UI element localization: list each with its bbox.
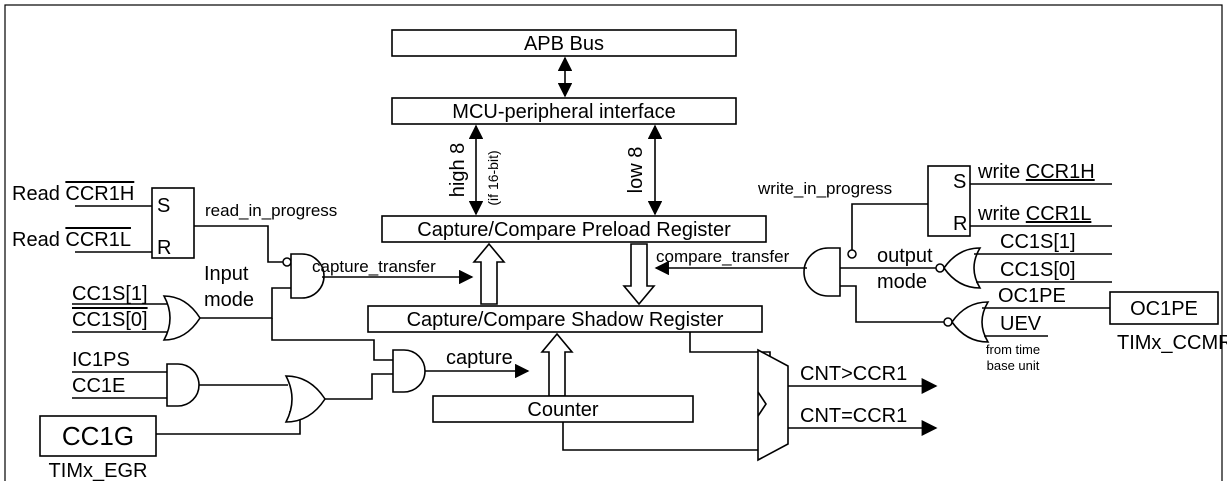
read-ccr1l-label: Read CCR1L (12, 229, 131, 251)
write-inverter-bubble (847, 249, 857, 259)
oc1pe-or-output (840, 285, 944, 323)
read-ccr1h-label: Read CCR1H (12, 183, 134, 205)
capture-and-gate (392, 349, 426, 393)
high8-label: high 8 (447, 143, 469, 198)
apb-bus-label: APB Bus (524, 33, 604, 55)
cc1s1-output-label: CC1S[1] (1000, 231, 1076, 253)
apb-bus-block: APB Bus (391, 29, 737, 57)
counter-label: Counter (527, 399, 598, 421)
low8-label: low 8 (625, 147, 647, 194)
capture-fat-arrow-up (472, 242, 506, 305)
ic1ps-and-gate (166, 363, 200, 407)
compare-transfer-label: compare_transfer (656, 247, 790, 266)
oc1pe-input-label: OC1PE (998, 285, 1066, 307)
cc1g-wire (156, 411, 301, 435)
input-mode-or-gate (162, 295, 201, 341)
uev-label: UEV (1000, 313, 1042, 335)
cc1g-block: CC1G (39, 415, 157, 457)
output-mode-bubble (935, 263, 945, 273)
write-ccr1l-label: write CCR1L (977, 203, 1091, 225)
input-mode-wire-a (200, 287, 291, 319)
write-latch-r: R (953, 213, 967, 235)
oc1pe-bubble (943, 317, 953, 327)
timx-egr-label: TIMx_EGR (49, 460, 148, 481)
write-ccr1h-label: write CCR1H (977, 161, 1095, 183)
output-mode-label-1: output (877, 245, 933, 267)
write-in-progress-label: write_in_progress (757, 179, 892, 198)
cc1s0-input-label: CC1S[0] (72, 309, 148, 331)
read-latch: S R (151, 187, 195, 259)
ic1ps-label: IC1PS (72, 349, 130, 371)
compare-transfer-and-gate (803, 247, 841, 297)
mcu-interface-block: MCU-peripheral interface (391, 97, 737, 125)
capture-or-output (325, 373, 393, 400)
input-mode-label-2: mode (204, 289, 254, 311)
shadow-register-label: Capture/Compare Shadow Register (407, 309, 724, 331)
write-in-progress-wire (851, 203, 928, 250)
shadow-register-block: Capture/Compare Shadow Register (367, 305, 763, 333)
cnt-eq-label: CNT=CCR1 (800, 405, 907, 427)
input-mode-wire-b (271, 318, 393, 361)
timx-ccmr1-label: TIMx_CCMR1 (1117, 332, 1227, 354)
counter-fat-arrow-up (540, 332, 574, 397)
outer-frame (4, 4, 1223, 481)
write-latch: S R (927, 165, 971, 237)
cc1g-label: CC1G (62, 421, 134, 451)
output-mode-or-gate (943, 247, 982, 289)
read-latch-s: S (157, 195, 170, 217)
output-mode-label-2: mode (877, 271, 927, 293)
oc1pe-register-block: OC1PE (1109, 291, 1219, 325)
capture-transfer-label: capture_transfer (312, 257, 436, 276)
mcu-interface-label: MCU-peripheral interface (452, 101, 675, 123)
preload-register-label: Capture/Compare Preload Register (417, 219, 731, 241)
oc1pe-or-gate (951, 301, 990, 343)
counter-to-comparator-wire (562, 422, 771, 451)
compare-fat-arrow-down (622, 243, 656, 306)
cc1s1-input-label: CC1S[1] (72, 283, 148, 305)
if16bit-label: (if 16-bit) (485, 150, 501, 205)
oc1pe-register-label: OC1PE (1130, 298, 1198, 320)
write-latch-s: S (953, 171, 966, 193)
comparator-notch (757, 391, 767, 417)
comparator-block (757, 348, 789, 462)
counter-block: Counter (432, 395, 694, 423)
cc1e-label: CC1E (72, 375, 125, 397)
cnt-gt-label: CNT>CCR1 (800, 363, 907, 385)
input-mode-label-1: Input (204, 263, 249, 285)
capture-or-gate (284, 375, 326, 423)
read-in-progress-wire (194, 225, 283, 263)
preload-register-block: Capture/Compare Preload Register (381, 215, 767, 243)
from-time-label-2: base unit (987, 358, 1040, 373)
read-latch-r: R (157, 237, 171, 259)
capture-transfer-and-gate (290, 253, 325, 299)
cc1s0-output-label: CC1S[0] (1000, 259, 1076, 281)
from-time-label-1: from time (986, 342, 1040, 357)
capture-label: capture (446, 347, 513, 369)
read-in-progress-label: read_in_progress (205, 201, 337, 220)
read-inverter-bubble (282, 257, 292, 267)
